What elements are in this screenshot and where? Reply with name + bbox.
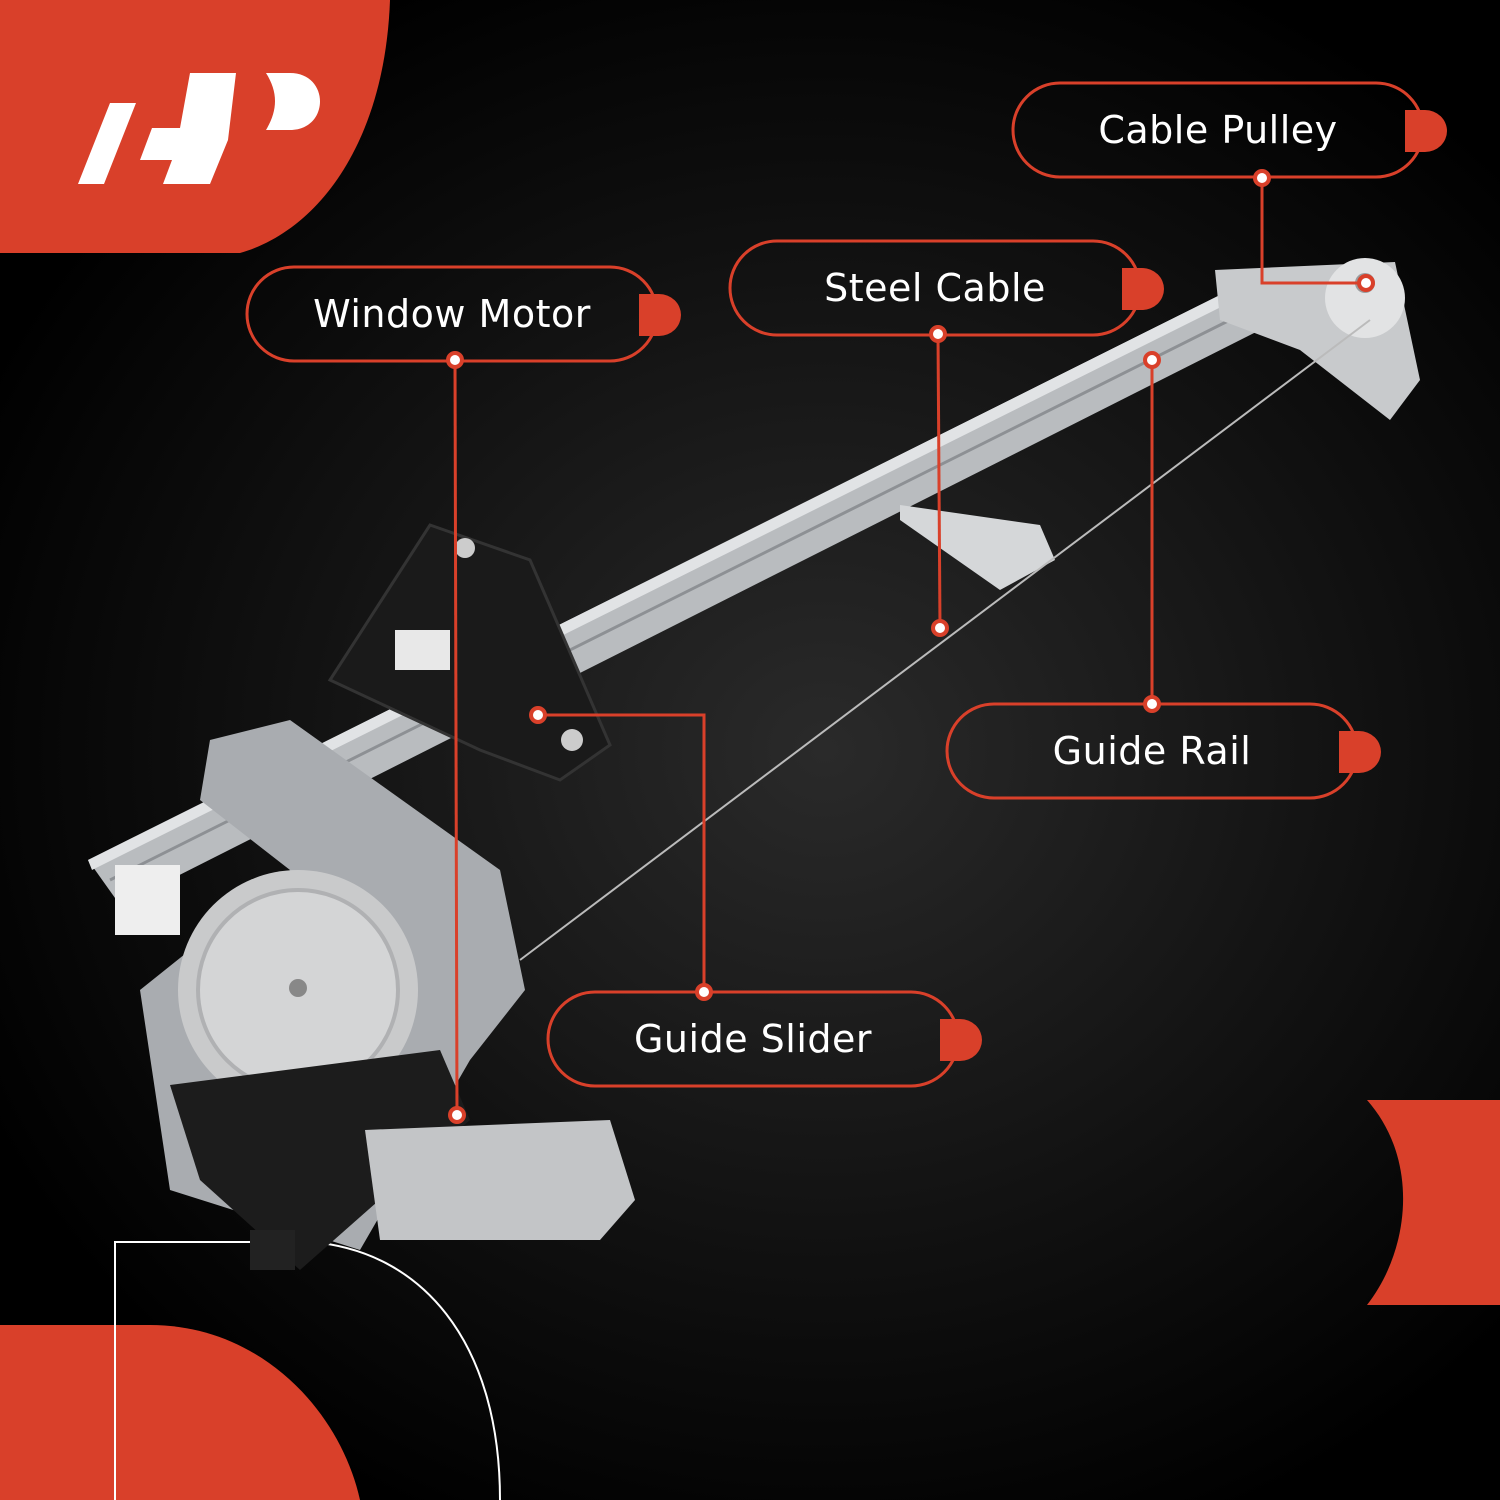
corner-shape-bottom-left <box>0 1325 360 1500</box>
callout-dots <box>446 169 1375 1124</box>
callout-guide-slider: Guide Slider <box>633 1017 873 1061</box>
callout-guide-rail: Guide Rail <box>1052 729 1252 773</box>
callout-steel-cable: Steel Cable <box>824 266 1046 310</box>
callout-cable-pulley: Cable Pulley <box>1098 108 1338 152</box>
callout-window-motor: Window Motor <box>313 292 591 336</box>
brand-logo <box>78 73 320 184</box>
window-regulator-product <box>88 258 1420 1270</box>
corner-shape-right <box>1367 1100 1500 1305</box>
callout-tabs <box>639 110 1447 1061</box>
